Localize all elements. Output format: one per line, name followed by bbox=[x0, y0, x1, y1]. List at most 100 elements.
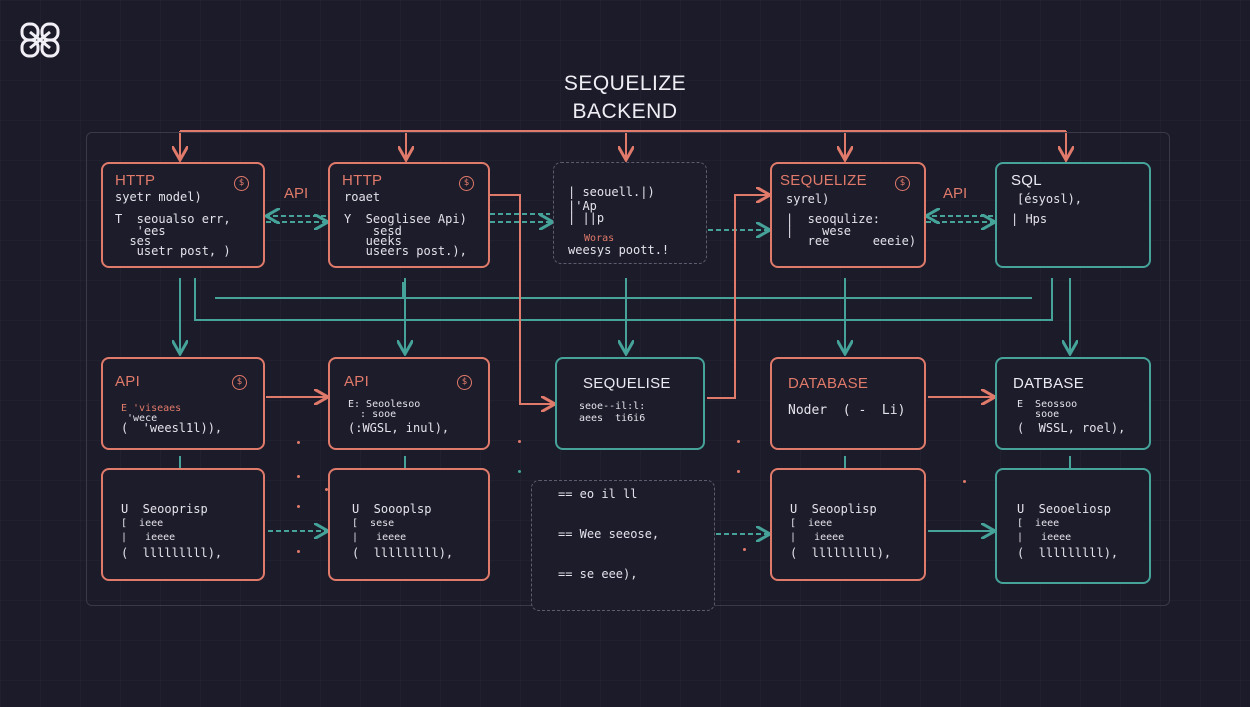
code-line: U Soooplsp bbox=[352, 502, 432, 516]
code-line: T seoualso err, bbox=[115, 212, 231, 226]
code-line: ses bbox=[115, 234, 152, 248]
code-line: | ieeee bbox=[121, 532, 176, 543]
code-line: sesd bbox=[344, 224, 402, 238]
box-header: DATBASE bbox=[1013, 375, 1085, 392]
decorative-dot bbox=[963, 480, 966, 483]
decorative-dot bbox=[325, 488, 328, 491]
code-line: [ ieee bbox=[790, 518, 833, 529]
sql-box: SQL [ésyosl), | Hps bbox=[995, 162, 1151, 268]
code-line: == Wee seeose, bbox=[558, 527, 660, 541]
code-line: ( lllllllll), bbox=[121, 546, 223, 560]
title-line-2: BACKEND bbox=[572, 100, 678, 123]
code-line: | wese bbox=[786, 224, 852, 238]
code-line: ( 'weesl1l)), bbox=[121, 421, 223, 435]
code-line: U Seooplisp bbox=[790, 502, 877, 516]
decorative-dot bbox=[297, 550, 300, 553]
code-line: |'Ap bbox=[568, 199, 597, 213]
dollar-circle-icon: $ bbox=[895, 176, 910, 191]
dollar-circle-icon: $ bbox=[459, 176, 474, 191]
datbase-box: DATBASE E Seossoo sooe ( WSSL, roel), bbox=[995, 357, 1151, 450]
decorative-dot bbox=[743, 548, 746, 551]
code-box-4: U Seooplisp [ ieee | ieeee ( lllllllll), bbox=[770, 468, 926, 581]
code-line: Woras bbox=[572, 233, 615, 244]
code-line: | Hps bbox=[1011, 212, 1048, 226]
code-line: sooe bbox=[1017, 409, 1060, 420]
code-line: Noder ( - Li) bbox=[788, 403, 906, 418]
code-line: (:WGSL, inul), bbox=[348, 421, 450, 435]
http-model-box: HTTP $ syetr model) T seoualso err, 'ees… bbox=[101, 162, 265, 268]
diagram-title: SEQUELIZE BACKEND bbox=[525, 70, 725, 126]
dollar-circle-icon: $ bbox=[234, 176, 249, 191]
dollar-circle-icon: $ bbox=[232, 375, 247, 390]
code-line: | ieeee bbox=[790, 532, 845, 543]
edge-label-api: API bbox=[943, 185, 968, 202]
api-box-1: API $ E 'viseaes 'wece ( 'weesl1l)), bbox=[101, 357, 265, 450]
code-line: E Seossoo bbox=[1017, 399, 1078, 410]
logo-icon bbox=[20, 22, 60, 58]
box-header: SEQUELIZE bbox=[780, 172, 867, 189]
code-line: syrel) bbox=[786, 192, 830, 206]
code-line: == eo il ll bbox=[558, 487, 638, 501]
code-line: ( WSSL, roel), bbox=[1017, 421, 1126, 435]
sequelize-core-box: | seouell.|) |'Ap | ||p Woras weesys poo… bbox=[553, 162, 707, 264]
decorative-dot bbox=[737, 440, 740, 443]
code-line: ueeks bbox=[344, 234, 402, 248]
code-line: | ieeee bbox=[352, 532, 407, 543]
code-line: weesys poott.! bbox=[568, 243, 670, 257]
sequelise-box: SEQUELISE seoe--il:l: aees ti6i6 bbox=[555, 357, 705, 450]
code-line: U Seooprisp bbox=[121, 502, 208, 516]
code-line: U Seooeliosp bbox=[1017, 502, 1111, 516]
code-line: | seoqulize: bbox=[786, 212, 880, 226]
code-line: ( lllllllll), bbox=[352, 546, 454, 560]
box-header: SQL bbox=[1011, 172, 1042, 189]
code-line: roaet bbox=[344, 190, 381, 204]
code-line: E: Seoolesoo bbox=[348, 399, 421, 410]
code-line: == se eee), bbox=[558, 567, 638, 581]
decorative-dot bbox=[737, 470, 740, 473]
code-line: syetr model) bbox=[115, 190, 202, 204]
migration-box: == eo il ll == Wee seeose, == se eee), bbox=[531, 480, 715, 611]
code-box-2: U Soooplsp [ sese | ieeee ( lllllllll), bbox=[328, 468, 490, 581]
code-line: | ieeee bbox=[1017, 532, 1072, 543]
box-header: API bbox=[344, 373, 370, 390]
box-header: SEQUELISE bbox=[583, 375, 671, 392]
code-line: E 'viseaes bbox=[121, 403, 182, 414]
decorative-dot bbox=[297, 441, 300, 444]
code-line: aees ti6i6 bbox=[579, 413, 646, 424]
box-header: HTTP bbox=[342, 172, 383, 189]
decorative-dot bbox=[297, 475, 300, 478]
title-line-1: SEQUELIZE bbox=[563, 72, 687, 95]
code-line: [ ieee bbox=[121, 518, 164, 529]
connector-line bbox=[194, 278, 1053, 321]
connector-line bbox=[707, 195, 768, 399]
code-line: 'ees bbox=[115, 224, 166, 238]
code-line: useers post.), bbox=[344, 244, 467, 258]
code-line: [ ieee bbox=[1017, 518, 1060, 529]
decorative-dot bbox=[518, 440, 521, 443]
http-route-box: HTTP $ roaet Y Seoglisee Api) sesd ueeks… bbox=[328, 162, 490, 268]
box-header: API bbox=[115, 373, 141, 390]
code-box-5: U Seooeliosp [ ieee | ieeee ( lllllllll)… bbox=[995, 468, 1151, 584]
code-line: [ sese bbox=[352, 518, 395, 529]
edge-label-api: API bbox=[284, 185, 309, 202]
decorative-dot bbox=[297, 505, 300, 508]
api-box-2: API $ E: Seoolesoo : sooe (:WGSL, inul), bbox=[328, 357, 490, 450]
database-box: DATABASE Noder ( - Li) bbox=[770, 357, 926, 450]
code-line: ree eeeie) bbox=[786, 234, 917, 248]
code-line: : sooe bbox=[348, 409, 397, 420]
box-header: DATABASE bbox=[788, 375, 869, 392]
code-line: ( lllllllll), bbox=[1017, 546, 1119, 560]
sequelize-box: SEQUELIZE $ syrel) | seoqulize: | wese r… bbox=[770, 162, 926, 268]
box-header: HTTP bbox=[115, 172, 156, 189]
code-line: seoe--il:l: bbox=[579, 401, 646, 412]
code-line: [ésyosl), bbox=[1017, 192, 1083, 206]
decorative-dot bbox=[518, 470, 521, 473]
connector-line bbox=[490, 194, 553, 404]
code-line: Y Seoglisee Api) bbox=[344, 212, 467, 226]
code-line: usetr post, ) bbox=[115, 244, 231, 258]
code-box-1: U Seooprisp [ ieee | ieeee ( lllllllll), bbox=[101, 468, 265, 581]
dollar-circle-icon: $ bbox=[457, 375, 472, 390]
code-line: ( lllllllll), bbox=[790, 546, 892, 560]
code-line: | ||p bbox=[568, 211, 605, 225]
